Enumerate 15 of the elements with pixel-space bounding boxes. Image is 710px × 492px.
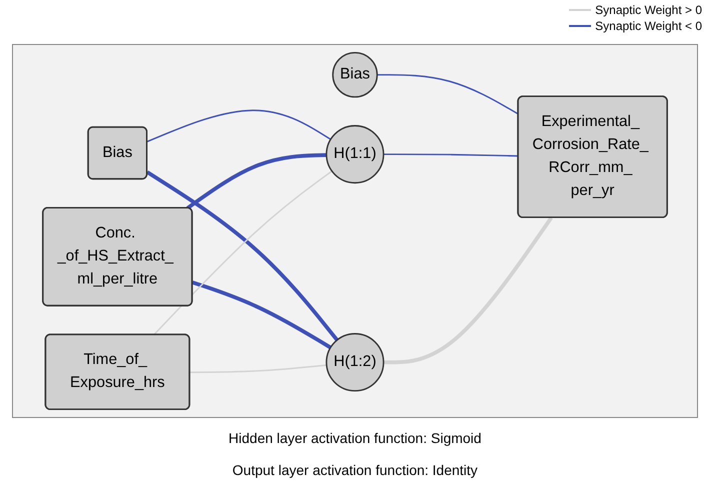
node-circle <box>332 52 378 98</box>
network-panel: Bias Conc. _of_HS_Extract_ ml_per_litre Time_of_ Exposure_hrs Bias H(1:1) H(1:2) Experimental_ Corrosion_Rate_ RCorr_mm_ per_yr <box>12 44 698 418</box>
connector <box>384 154 518 157</box>
connector <box>147 110 332 142</box>
connector <box>377 74 519 115</box>
node-circle <box>326 125 384 184</box>
legend-text: Synaptic Weight < 0 <box>595 19 702 33</box>
connector <box>192 280 332 350</box>
connector <box>384 216 553 364</box>
legend-text: Synaptic Weight > 0 <box>595 3 702 17</box>
connector <box>186 153 326 210</box>
activation-note: Output layer activation function: Identity <box>232 462 478 478</box>
node-circle <box>326 333 384 392</box>
connector <box>190 364 327 374</box>
activation-note: Hidden layer activation function: Sigmoid <box>228 430 482 446</box>
